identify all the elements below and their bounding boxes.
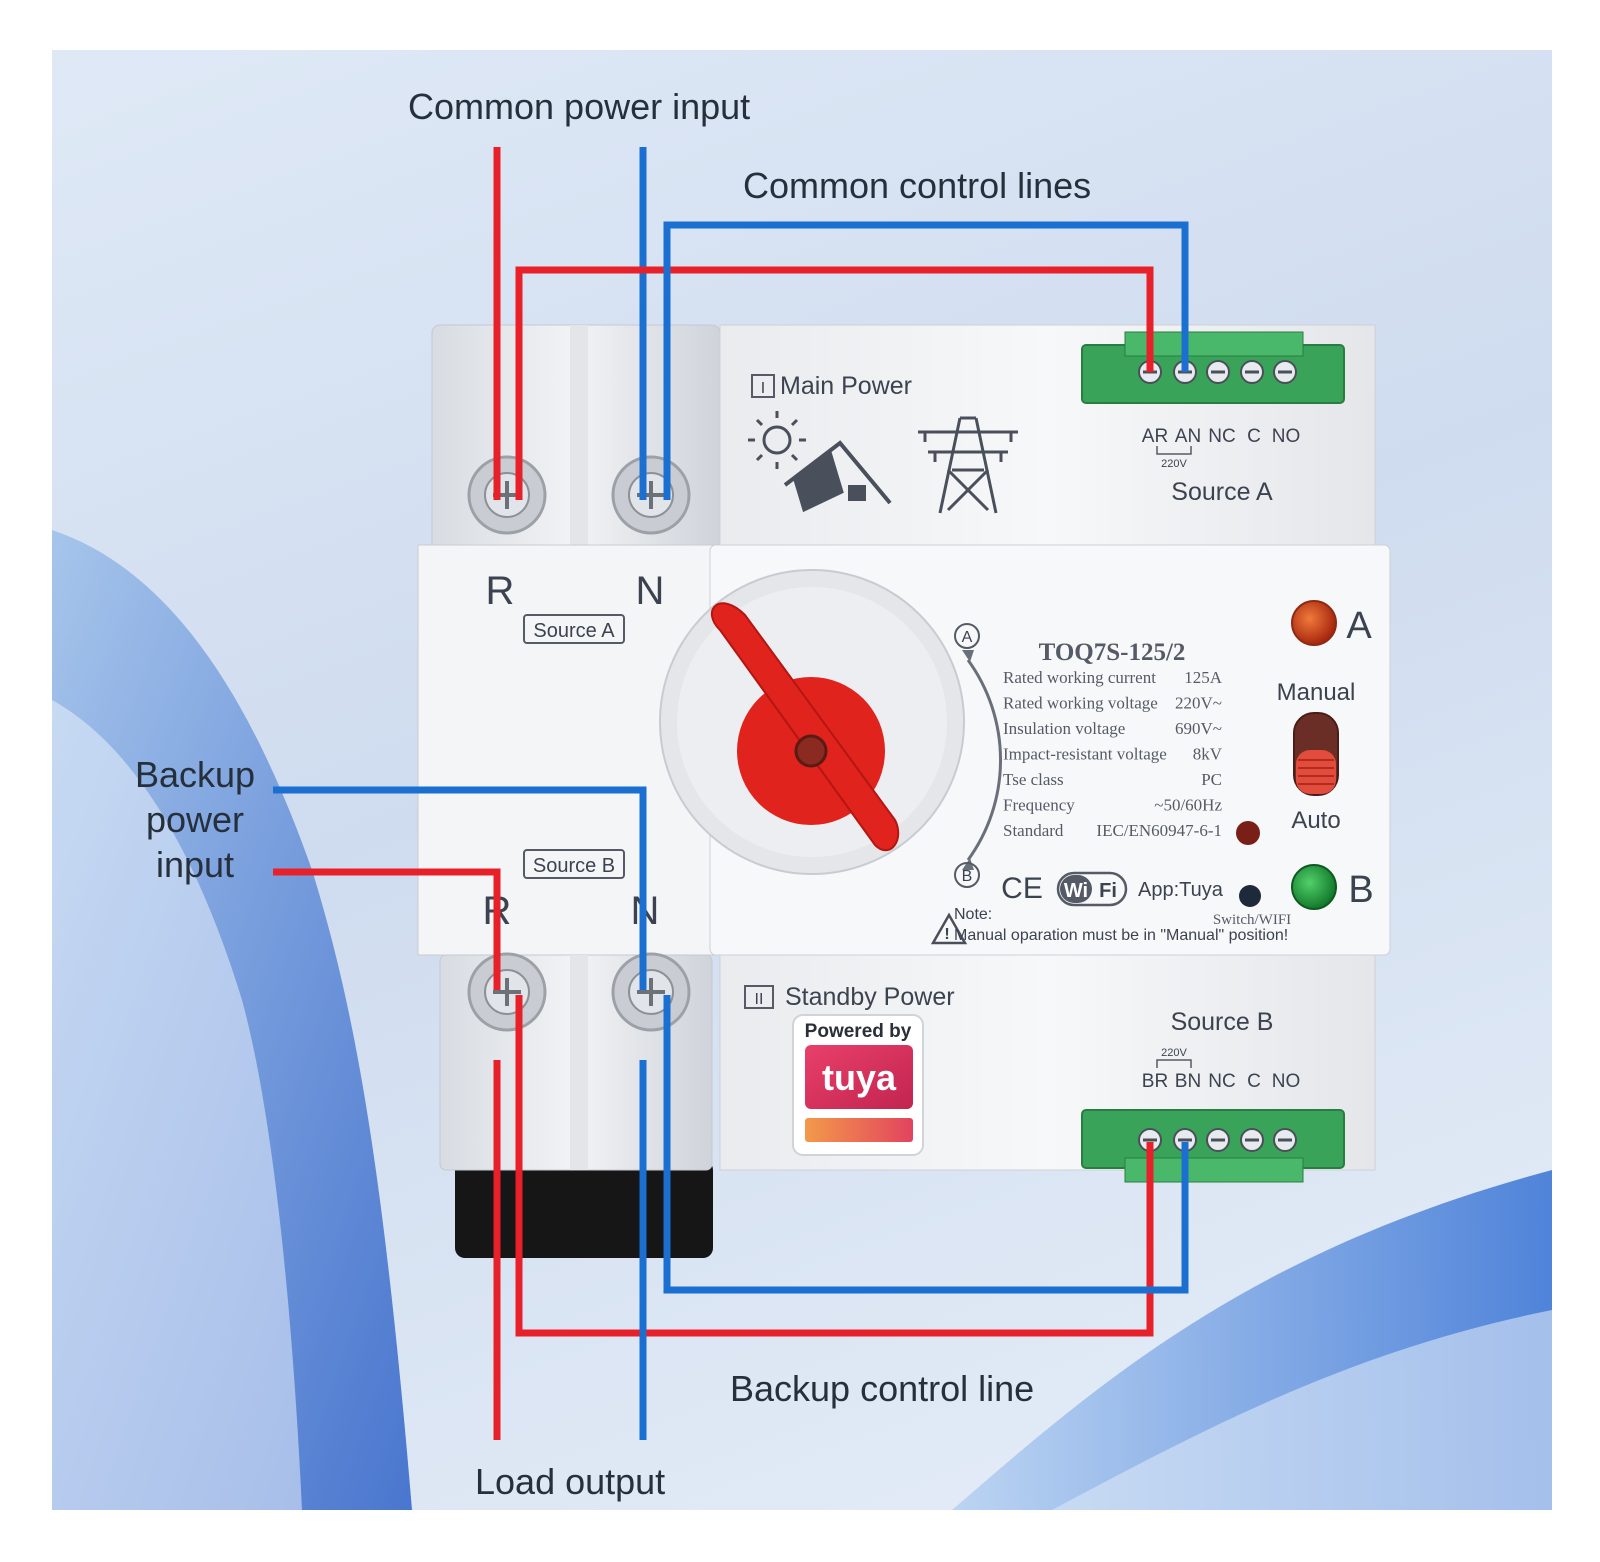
indicator-led-a [1291,600,1337,646]
indicator-b-label: B [1348,869,1373,911]
model-number: TOQ7S-125/2 [1039,639,1186,666]
spec-value: 690V~ [1175,719,1222,738]
main-power-label: Main Power [780,372,912,400]
ce-mark: CE [1001,872,1043,905]
terminal-bottom-label-4: NO [1272,1071,1301,1092]
wifi-logo [1056,871,1128,907]
warning-icon [930,912,968,945]
spec-label: Impact-resistant voltage [1003,745,1167,764]
terminal-screw-r-top [467,455,547,535]
callout-load-output: Load output [475,1461,666,1502]
wifi-wi: Wi [1064,880,1088,902]
terminal-top-label-1: AN [1175,426,1201,447]
breaker-source-a-label: Source A [533,620,615,642]
bottom-terminal-block [1081,1109,1345,1183]
voltage-note-bottom: 220V [1161,1047,1187,1059]
source-a-label: Source A [1171,478,1273,506]
terminal-screw-r-bottom [467,952,547,1032]
solar-house-icon [748,411,892,513]
tuya-badge: Powered by tuya [792,1014,924,1156]
note-title: Note: [954,906,992,923]
mode-auto-label: Auto [1291,807,1340,834]
callout-common-power-input: Common power input [408,86,751,127]
terminal-bottom-label-0: BR [1142,1071,1168,1092]
indicator-a-label: A [1346,605,1372,647]
callout-backup-control-line: Backup control line [730,1368,1035,1409]
spec-value: ~50/60Hz [1154,796,1222,815]
rotary-handle[interactable] [710,602,900,852]
wiring [273,147,1189,1440]
terminal-top-label-2: NC [1208,426,1235,447]
spec-label: Insulation voltage [1003,719,1125,738]
note-text: Manual oparation must be in "Manual" pos… [954,927,1288,944]
phase-r-top-label: R [486,569,515,613]
app-label: App:Tuya [1138,879,1224,901]
spec-value: 125A [1184,668,1223,687]
wire-control-bn [663,995,1189,1294]
breaker-source-b-label: Source B [533,855,615,877]
terminal-screw-n-top [611,455,691,535]
position-a-marker: A [962,629,973,646]
wire-backup-neutral [273,786,647,990]
wire-control-ar [515,266,1154,500]
spec-label: Rated working voltage [1003,694,1158,713]
knob-screw [794,734,828,768]
wire-control-br [515,995,1154,1337]
spec-value: IEC/EN60947-6-1 [1096,821,1222,840]
terminal-bottom-label-3: C [1247,1071,1261,1092]
spec-label: Rated working current [1003,668,1156,687]
indicator-led-b [1291,864,1337,910]
svg-text:!: ! [944,926,949,943]
wire-backup-live [273,868,501,990]
spec-table: Rated working current 125A Rated working v… [1003,668,1223,840]
terminal-top-label-4: NO [1272,426,1301,447]
phase-n-top-label: N [636,569,665,613]
ats-device: R N Source A Source B R N I Main Power [417,324,1391,1258]
callout-backup-power-input: Backup power input [134,754,256,885]
spec-value: PC [1201,770,1222,789]
terminal-top-label-0: AR [1142,426,1168,447]
standby-power-roman: II [755,991,764,1008]
background-waves [52,530,1552,1510]
standby-power-label: Standby Power [785,983,955,1011]
spec-label: Tse class [1003,770,1064,789]
main-power-roman: I [761,380,765,397]
powered-by-label: Powered by [805,1021,912,1042]
small-indicator [1236,821,1260,845]
terminal-bottom-label-2: NC [1208,1071,1235,1092]
spec-label: Standard [1003,821,1064,840]
mode-switch-slider[interactable] [1296,750,1336,794]
terminal-top-label-3: C [1247,426,1261,447]
mode-manual-label: Manual [1277,679,1356,706]
switch-wifi-button[interactable] [1239,885,1261,907]
position-b-marker: B [962,868,973,885]
terminal-bottom-label-1: BN [1175,1071,1201,1092]
tuya-logo-text: tuya [822,1057,897,1098]
power-pylon-icon [918,416,1018,514]
voltage-note-top: 220V [1161,458,1187,470]
callout-common-control-lines: Common control lines [743,165,1092,206]
spec-value: 8kV [1193,745,1223,764]
source-b-label: Source B [1171,1008,1274,1036]
spec-label: Frequency [1003,796,1075,815]
spec-value: 220V~ [1175,694,1222,713]
wifi-fi: Fi [1099,880,1117,902]
terminal-screw-n-bottom [611,952,691,1032]
wire-control-an [663,221,1189,500]
switch-wifi-label: Switch/WIFI [1213,912,1291,928]
